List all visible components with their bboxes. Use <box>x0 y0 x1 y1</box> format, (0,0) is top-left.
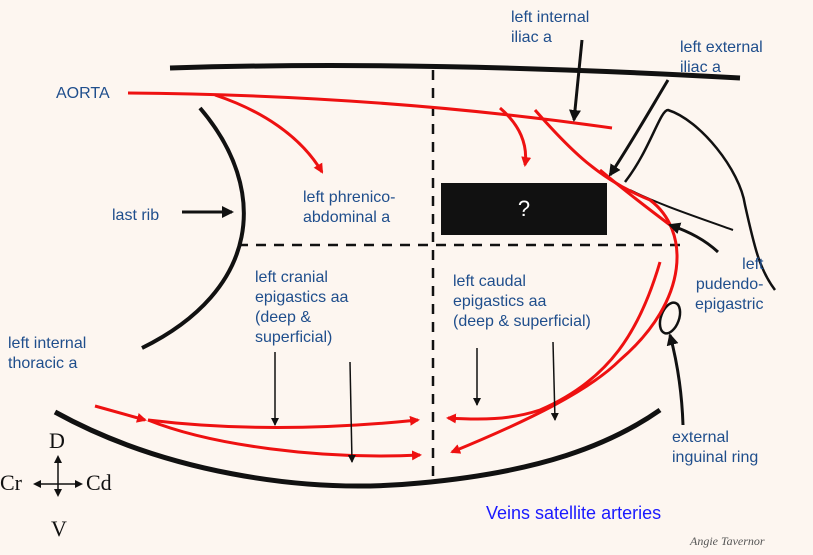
dorsal-body-wall <box>169 63 741 81</box>
compass-caudal: Cd <box>86 470 112 495</box>
last-rib-curve <box>141 106 246 350</box>
label-last-rib: last rib <box>112 207 160 224</box>
caudal-epigastric-lower <box>446 261 662 424</box>
label-left-external-iliac: left external iliac a <box>680 39 763 76</box>
label-left-caudal-epigastrics: left caudal epigastics aa (deep & superf… <box>453 273 591 330</box>
pudendoepigastric-branch <box>599 168 671 227</box>
hindlimb-outline <box>624 108 777 291</box>
cranial-epigastric-lower <box>147 418 422 461</box>
arrow-pudendoepigastric <box>668 222 720 254</box>
aorta-vessel <box>127 91 613 130</box>
author-credit: Angie Tavernor <box>690 534 765 548</box>
ventral-body-wall <box>53 407 662 489</box>
arrow-internal-iliac <box>569 39 584 122</box>
label-left-phrenicoabdominal: left phrenico- abdominal a <box>303 189 396 226</box>
arrow-inguinal-ring <box>666 333 685 426</box>
label-left-internal-thoracic: left internal thoracic a <box>8 335 87 372</box>
cranial-epigastric-upper <box>147 415 420 429</box>
thin-arrow-cranial-2 <box>347 361 356 463</box>
thin-arrow-caudal-2 <box>550 341 559 421</box>
compass-dorsal: D <box>49 428 65 453</box>
arrow-external-iliac <box>608 79 670 177</box>
label-left-internal-iliac: left internal iliac a <box>511 9 590 46</box>
label-left-pudendoepigastric: left pudendo- epigastric <box>695 256 764 313</box>
compass-ventral: V <box>51 516 67 541</box>
second-branch <box>499 106 532 167</box>
phrenicoabdominal-branch <box>214 93 324 174</box>
hidden-answer-box: ? <box>441 183 607 235</box>
label-left-cranial-epigastrics: left cranial epigastics aa (deep & super… <box>255 269 349 346</box>
inguinal-ring-ellipse <box>658 301 682 335</box>
inguinal-outline <box>629 189 734 231</box>
footer-note: Veins satellite arteries <box>486 503 662 523</box>
label-external-inguinal-ring: external inguinal ring <box>672 429 759 466</box>
label-aorta: AORTA <box>56 85 110 102</box>
internal-thoracic-vessel <box>94 404 147 423</box>
compass-cranial: Cr <box>0 470 22 495</box>
